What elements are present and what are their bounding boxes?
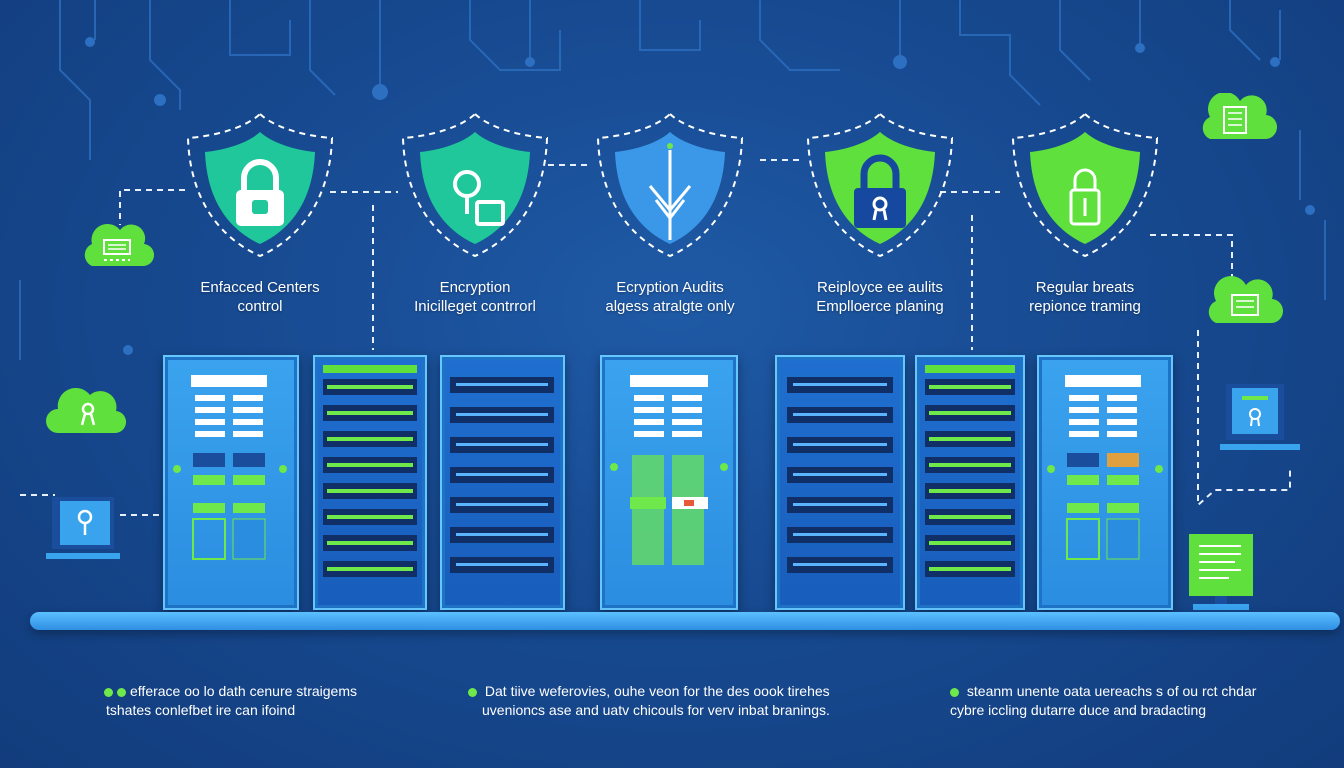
shield-label-line2: algess atralgte only [605,298,735,315]
server-rack-3 [440,355,565,610]
bullet-dot-icon [104,687,113,697]
shield-training: Regular breats repionce traming [985,110,1185,316]
note-1: efferace oo lo dath cenure straigems tsh… [104,682,357,720]
note-2: Dat tiive weferovies, ouhe veon for the … [468,682,830,720]
shield-label-line2: control [237,298,283,315]
shield-label-line1: Ecryption Audits [616,279,724,296]
monitor-lock-icon [1220,384,1300,450]
cloud-server-icon [1202,93,1277,140]
key-icon [453,170,505,226]
server-floor-platform [30,612,1340,630]
note-line2: uvenioncs ase and uatv chicouls for verv… [482,702,830,718]
note-line1: steanm unente oata uereachs s of ou rct … [966,683,1257,699]
arrow-icon [648,143,692,240]
monitor-document-icon [1189,534,1253,610]
shield-icon [186,112,334,258]
note-line2: cybre iccling dutarre duce and bradactin… [950,702,1207,718]
shield-employee: Reiployce ee aulits Emplloerce planing [780,110,980,316]
shield-label-line1: Enfacced Centers [200,279,320,296]
cloud-server-icon [84,223,155,267]
shield-access-control: Enfacced Centers control [160,110,360,316]
server-rack-4 [600,355,738,610]
note-line1: efferace oo lo dath cenure straigems [130,683,357,699]
shield-label-line1: Reiployce ee aulits [817,279,943,296]
shield-icon [1011,112,1159,258]
server-rack-1 [163,355,299,610]
bullet-dot-icon [468,687,477,697]
padlock-icon [1069,168,1101,226]
bullet-dot-icon [117,687,126,697]
shield-audits: Ecryption Audits algess atralgte only [570,110,770,316]
note-3: steanm unente oata uereachs s of ou rct … [950,682,1256,720]
server-rack-6 [915,355,1025,610]
server-rack-2 [313,355,427,610]
monitor-key-icon [46,497,120,559]
shield-label-line2: repionce traming [1029,298,1141,315]
bullet-dot-icon [950,687,959,697]
shield-icon [806,112,954,258]
server-rack-5 [775,355,905,610]
shield-label-line2: Inicilleget contrrorl [414,298,536,315]
cloud-server-icon [1208,276,1284,324]
note-line2: tshates conlefbet ire can ifoind [106,702,296,718]
shield-icon [401,112,549,258]
cloud-key-icon [46,387,127,434]
server-rack-7 [1037,355,1173,610]
note-line1: Dat tiive weferovies, ouhe veon for the … [484,683,830,699]
padlock-icon [854,154,906,228]
padlock-icon [236,159,284,226]
shield-label-line2: Emplloerce planing [816,298,944,315]
shield-label-line1: Regular breats [1035,279,1135,296]
shield-label-line1: Encryption [439,279,511,296]
shield-encryption: Encryption Inicilleget contrrorl [375,110,575,316]
shield-icon [596,112,744,258]
